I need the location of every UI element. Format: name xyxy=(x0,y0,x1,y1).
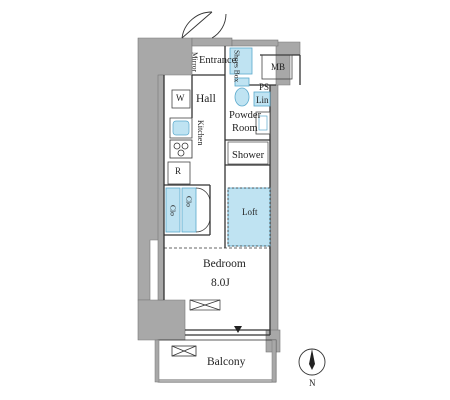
shower-area xyxy=(227,141,269,165)
linen-box xyxy=(253,91,271,107)
powder-room-label-line1: Powder xyxy=(229,110,262,121)
bedroom-label: Bedroom xyxy=(203,258,246,270)
lin-label: Lin xyxy=(256,95,269,105)
refrigerator-fixture xyxy=(167,161,191,185)
toilet-fixture xyxy=(234,77,250,107)
ps-label: PS xyxy=(259,82,270,92)
kitchen-label: Kitchen xyxy=(196,120,205,146)
w-label: W xyxy=(176,93,185,103)
washer-fixture xyxy=(171,89,191,109)
refrigerator-label: R xyxy=(175,166,182,176)
hall-label: Hall xyxy=(196,93,216,105)
entrance-label: Entrance xyxy=(199,55,237,66)
mirror-label: Mirror xyxy=(190,52,200,72)
stove-icon xyxy=(169,139,193,159)
powder-room-label-line2: Room xyxy=(232,123,258,134)
loft-area xyxy=(227,187,271,247)
kitchen-sink-fixture xyxy=(169,117,193,139)
compass-north-label: N xyxy=(309,378,316,388)
balcony-left-wall xyxy=(154,339,160,383)
bedroom-aircon xyxy=(189,299,221,311)
north-arrow-icon xyxy=(298,348,326,376)
shoes-box-label: Shoes Box xyxy=(232,50,242,83)
entrance-door xyxy=(181,11,227,39)
mb-box xyxy=(261,54,293,80)
balcony-area xyxy=(157,339,277,383)
closet-fixture xyxy=(165,187,211,233)
entry-marker-icon xyxy=(234,326,242,333)
balcony-label: Balcony xyxy=(207,356,246,368)
balcony-right-wall xyxy=(271,339,277,383)
wash-basin-fixture xyxy=(255,111,271,135)
bedroom-size-label: 8.0J xyxy=(211,277,230,289)
shower-label: Shower xyxy=(232,150,265,161)
shoes-box-fixture xyxy=(229,47,253,75)
closet-label-2: Clo xyxy=(184,196,194,207)
loft-label: Loft xyxy=(242,207,258,217)
mb-label: MB xyxy=(271,62,286,72)
closet-label-1: Clo xyxy=(168,205,178,216)
